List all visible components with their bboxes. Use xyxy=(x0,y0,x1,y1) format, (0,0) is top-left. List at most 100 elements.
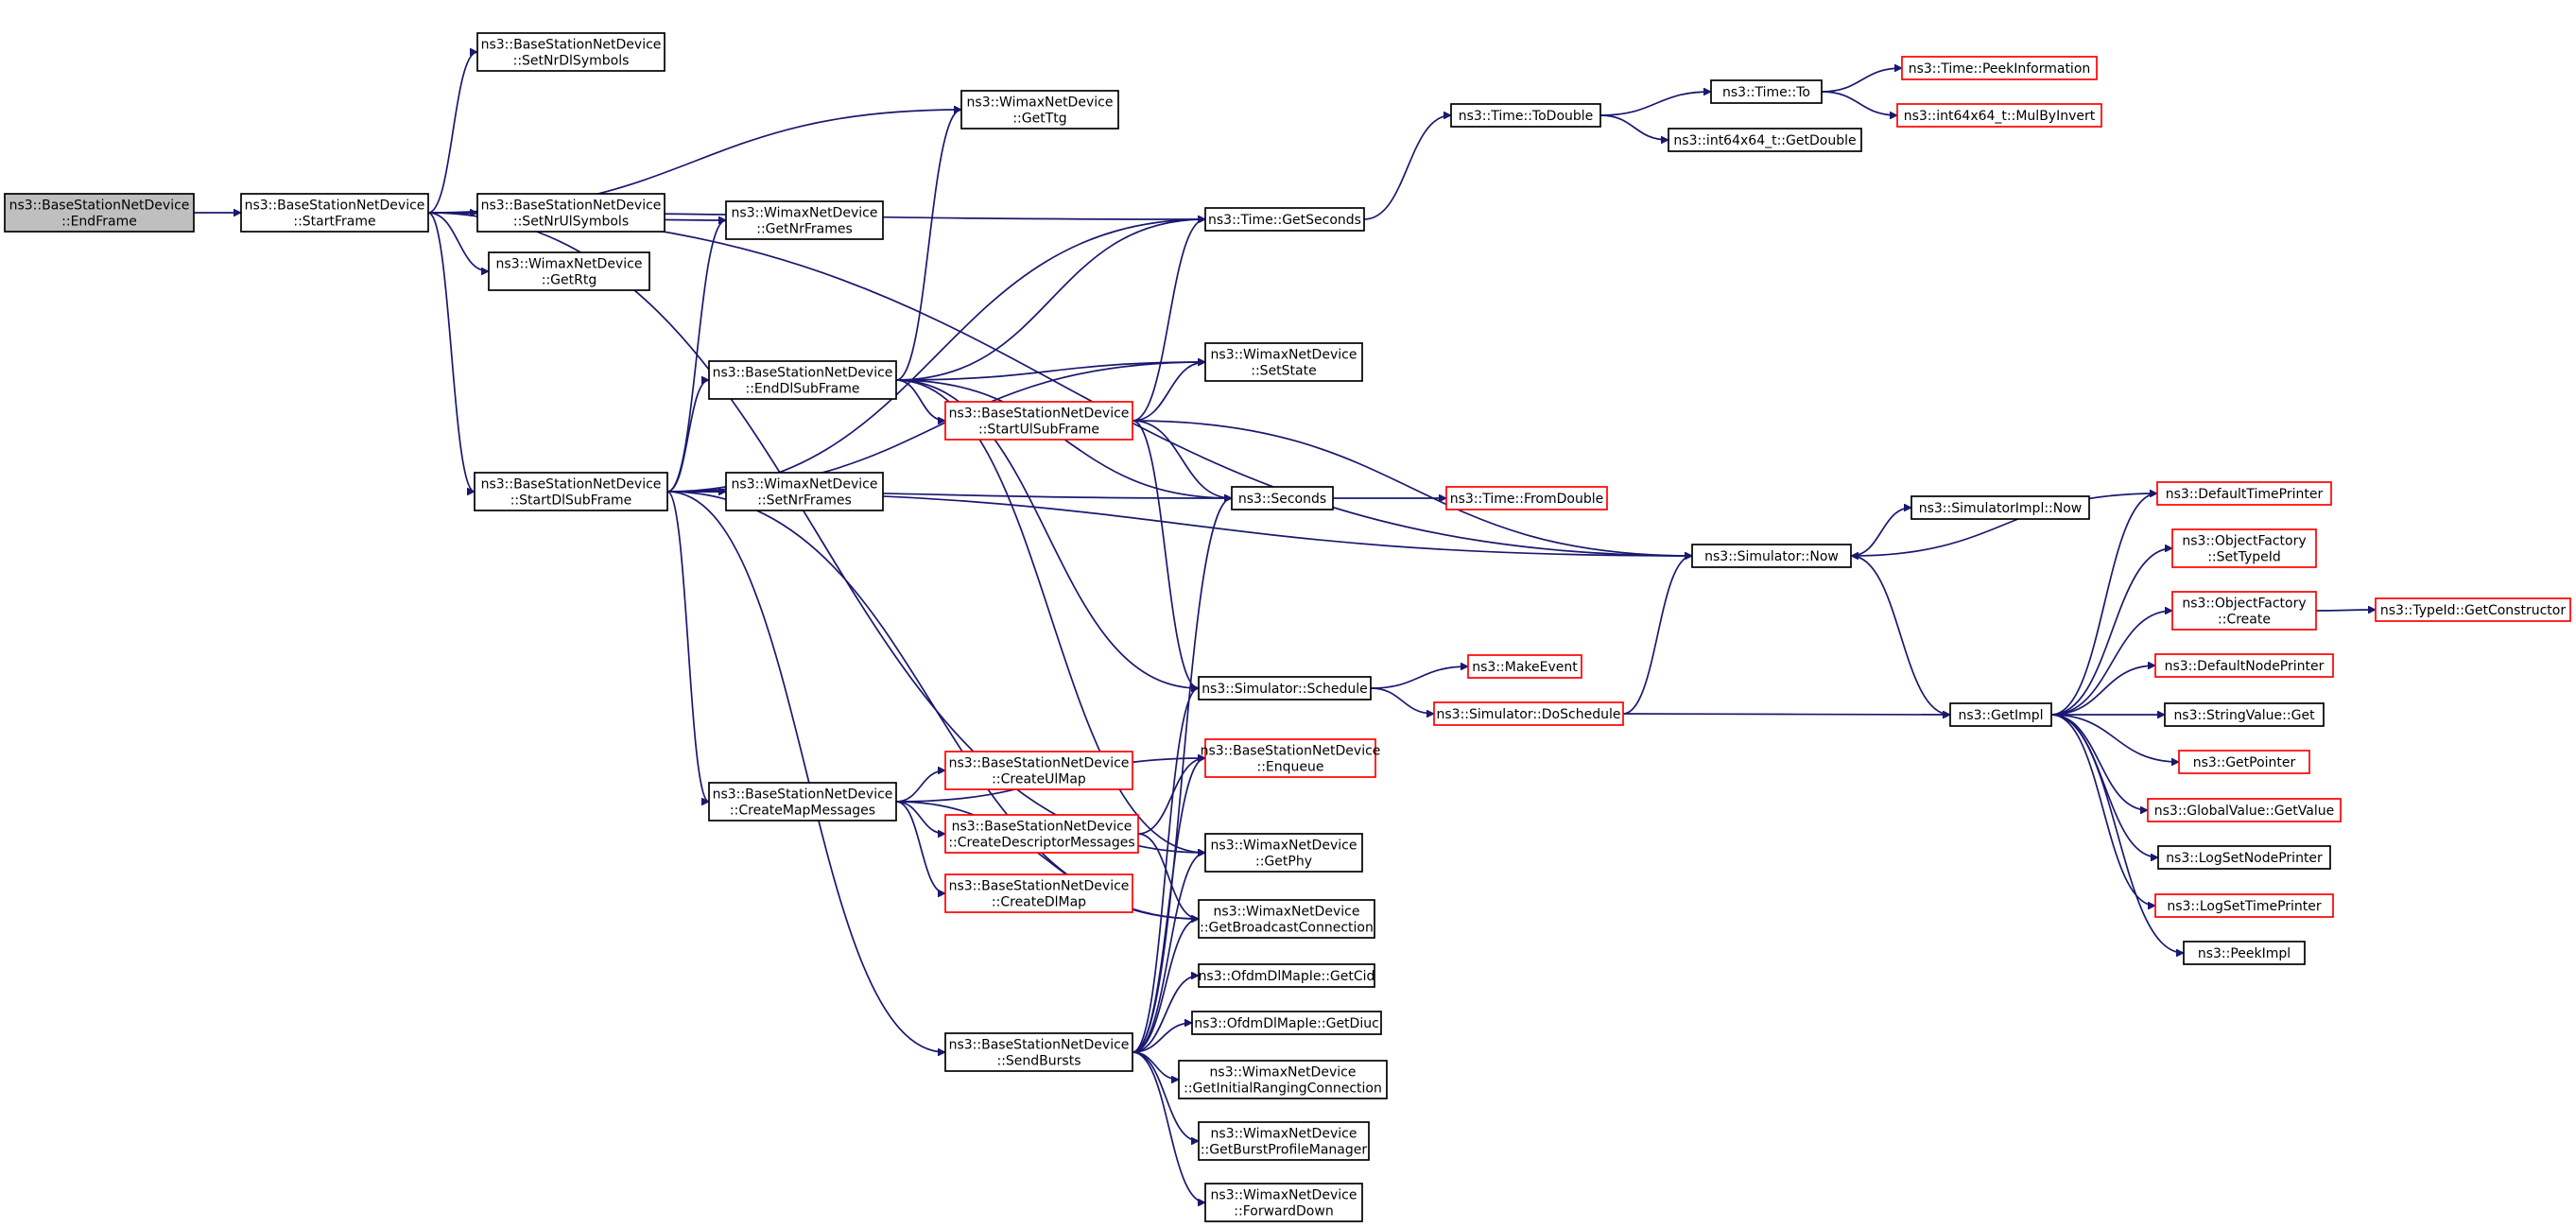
node-mulbyinvert[interactable]: ns3::int64x64_t::MulByInvert xyxy=(1896,103,2102,128)
node-box[interactable] xyxy=(1191,1011,1382,1035)
node-box[interactable] xyxy=(476,193,666,233)
node-box[interactable] xyxy=(2375,597,2571,622)
node-getrtg[interactable]: ns3::WimaxNetDevice::GetRtg xyxy=(488,251,650,291)
node-box[interactable] xyxy=(1433,701,1624,726)
node-peekimpl[interactable]: ns3::PeekImpl xyxy=(2183,941,2306,965)
node-getttg[interactable]: ns3::WimaxNetDevice::GetTtg xyxy=(960,90,1119,130)
node-box[interactable] xyxy=(1198,899,1375,939)
node-schedule[interactable]: ns3::Simulator::Schedule xyxy=(1198,676,1372,700)
node-box[interactable] xyxy=(944,401,1133,441)
node-box[interactable] xyxy=(2154,893,2334,918)
node-box[interactable] xyxy=(960,90,1119,130)
node-box[interactable] xyxy=(2171,591,2317,631)
node-settypeid[interactable]: ns3::ObjectFactory::SetTypeId xyxy=(2171,528,2317,568)
node-box[interactable] xyxy=(1198,676,1372,700)
node-box[interactable] xyxy=(1178,1060,1388,1099)
node-box[interactable] xyxy=(944,814,1139,854)
node-simnow[interactable]: ns3::Simulator::Now xyxy=(1691,544,1852,568)
node-getburstprof[interactable]: ns3::WimaxNetDevice::GetBurstProfileMana… xyxy=(1198,1121,1370,1161)
node-fromdouble[interactable]: ns3::Time::FromDouble xyxy=(1445,486,1608,510)
node-makeevent[interactable]: ns3::MakeEvent xyxy=(1467,654,1582,679)
node-seconds[interactable]: ns3::Seconds xyxy=(1231,486,1334,510)
node-todouble[interactable]: ns3::Time::ToDouble xyxy=(1450,103,1601,128)
node-box[interactable] xyxy=(1204,1183,1363,1222)
node-getseconds[interactable]: ns3::Time::GetSeconds xyxy=(1204,207,1365,232)
node-box[interactable] xyxy=(1896,103,2102,128)
node-setstate[interactable]: ns3::WimaxNetDevice::SetState xyxy=(1204,342,1363,382)
node-box[interactable] xyxy=(725,200,884,240)
node-box[interactable] xyxy=(1691,544,1852,568)
node-box[interactable] xyxy=(240,193,429,233)
node-box[interactable] xyxy=(1198,1121,1370,1161)
node-box[interactable] xyxy=(1668,128,1862,152)
node-endframe[interactable]: ns3::BaseStationNetDevice::EndFrame xyxy=(4,193,195,233)
node-box[interactable] xyxy=(1204,738,1376,778)
node-defnodeprinter[interactable]: ns3::DefaultNodePrinter xyxy=(2154,653,2334,678)
node-box[interactable] xyxy=(2147,798,2342,822)
node-startframe[interactable]: ns3::BaseStationNetDevice::StartFrame xyxy=(240,193,429,233)
node-setnrdl[interactable]: ns3::BaseStationNetDevice::SetNrDlSymbol… xyxy=(476,32,666,72)
node-enddl[interactable]: ns3::BaseStationNetDevice::EndDlSubFrame xyxy=(708,360,897,400)
node-getconstructor[interactable]: ns3::TypeId::GetConstructor xyxy=(2375,597,2571,622)
node-box[interactable] xyxy=(2171,528,2317,568)
node-startul[interactable]: ns3::BaseStationNetDevice::StartUlSubFra… xyxy=(944,401,1133,441)
node-box[interactable] xyxy=(725,472,884,511)
node-box[interactable] xyxy=(488,251,650,291)
node-getbcast[interactable]: ns3::WimaxNetDevice::GetBroadcastConnect… xyxy=(1198,899,1375,939)
node-box[interactable] xyxy=(1467,654,1582,679)
node-getnrframes[interactable]: ns3::WimaxNetDevice::GetNrFrames xyxy=(725,200,884,240)
node-box[interactable] xyxy=(476,32,666,72)
node-box[interactable] xyxy=(944,873,1133,913)
node-getdouble[interactable]: ns3::int64x64_t::GetDouble xyxy=(1668,128,1862,152)
node-getphy[interactable]: ns3::WimaxNetDevice::GetPhy xyxy=(1204,833,1363,873)
node-peekinfo[interactable]: ns3::Time::PeekInformation xyxy=(1901,56,2098,80)
node-getimpl[interactable]: ns3::GetImpl xyxy=(1949,702,2052,727)
node-createdlmap[interactable]: ns3::BaseStationNetDevice::CreateDlMap xyxy=(944,873,1133,913)
node-logsettime[interactable]: ns3::LogSetTimePrinter xyxy=(2154,893,2334,918)
node-box[interactable] xyxy=(944,751,1133,790)
node-ofcreate[interactable]: ns3::ObjectFactory::Create xyxy=(2171,591,2317,631)
node-createulmap[interactable]: ns3::BaseStationNetDevice::CreateUlMap xyxy=(944,751,1133,790)
node-startdl[interactable]: ns3::BaseStationNetDevice::StartDlSubFra… xyxy=(474,472,668,511)
node-strvalget[interactable]: ns3::StringValue::Get xyxy=(2164,702,2325,727)
node-getpointer[interactable]: ns3::GetPointer xyxy=(2178,750,2310,774)
node-box[interactable] xyxy=(2157,845,2331,870)
node-createmap[interactable]: ns3::BaseStationNetDevice::CreateMapMess… xyxy=(708,782,897,822)
node-box[interactable] xyxy=(474,472,668,511)
node-forwarddown[interactable]: ns3::WimaxNetDevice::ForwardDown xyxy=(1204,1183,1363,1222)
node-simimplnow[interactable]: ns3::SimulatorImpl::Now xyxy=(1910,495,2090,520)
node-box[interactable] xyxy=(2183,941,2306,965)
node-gvgetvalue[interactable]: ns3::GlobalValue::GetValue xyxy=(2147,798,2342,822)
node-box[interactable] xyxy=(944,1032,1133,1072)
node-timeto[interactable]: ns3::Time::To xyxy=(1710,79,1823,104)
node-sendbursts[interactable]: ns3::BaseStationNetDevice::SendBursts xyxy=(944,1032,1133,1072)
node-getcid[interactable]: ns3::OfdmDlMapIe::GetCid xyxy=(1198,963,1375,988)
node-logsetnode[interactable]: ns3::LogSetNodePrinter xyxy=(2157,845,2331,870)
node-box[interactable] xyxy=(1231,486,1334,510)
node-box[interactable] xyxy=(1204,207,1365,232)
node-box[interactable] xyxy=(1204,342,1363,382)
node-box[interactable] xyxy=(2178,750,2310,774)
node-box[interactable] xyxy=(1445,486,1608,510)
node-box[interactable] xyxy=(1710,79,1823,104)
node-box[interactable] xyxy=(1949,702,2052,727)
node-box[interactable] xyxy=(2156,481,2332,506)
node-setnrframes[interactable]: ns3::WimaxNetDevice::SetNrFrames xyxy=(725,472,884,511)
node-box[interactable] xyxy=(4,193,195,233)
node-box[interactable] xyxy=(2164,702,2325,727)
node-box[interactable] xyxy=(1198,963,1375,988)
node-box[interactable] xyxy=(1450,103,1601,128)
node-box[interactable] xyxy=(1901,56,2098,80)
node-setnrul[interactable]: ns3::BaseStationNetDevice::SetNrUlSymbol… xyxy=(476,193,666,233)
node-deftimeprinter[interactable]: ns3::DefaultTimePrinter xyxy=(2156,481,2332,506)
node-box[interactable] xyxy=(1910,495,2090,520)
node-doschedule[interactable]: ns3::Simulator::DoSchedule xyxy=(1433,701,1624,726)
node-getinitrng[interactable]: ns3::WimaxNetDevice::GetInitialRangingCo… xyxy=(1178,1060,1388,1099)
node-enqueue[interactable]: ns3::BaseStationNetDevice::Enqueue xyxy=(1201,738,1381,778)
node-box[interactable] xyxy=(708,782,897,822)
node-box[interactable] xyxy=(1204,833,1363,873)
node-getdiuc[interactable]: ns3::OfdmDlMapIe::GetDiuc xyxy=(1191,1011,1382,1035)
node-box[interactable] xyxy=(708,360,897,400)
node-createdesc[interactable]: ns3::BaseStationNetDevice::CreateDescrip… xyxy=(944,814,1139,854)
node-box[interactable] xyxy=(2154,653,2334,678)
